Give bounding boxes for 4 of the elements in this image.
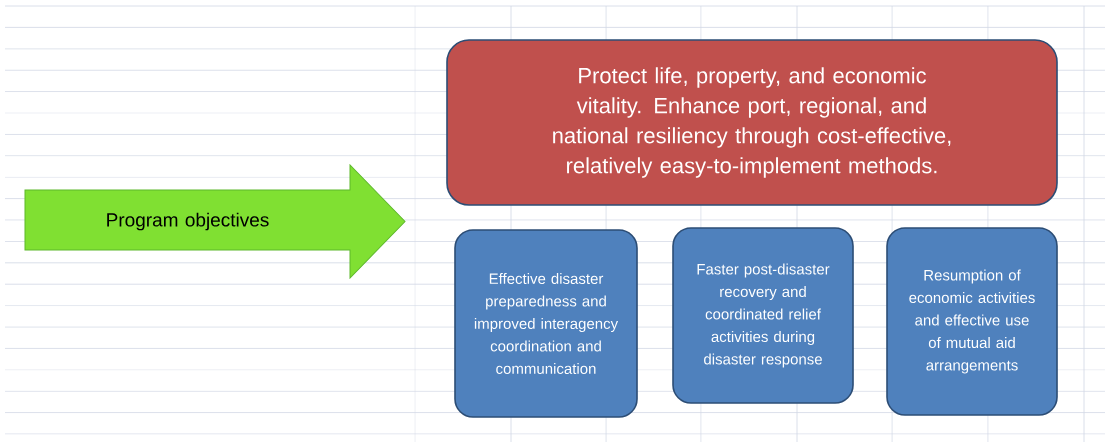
objective-box: Resumption of economic activities and effective use of mutual aid arrangements — [886, 227, 1058, 416]
objective-box: Effective disaster preparedness and improved interagency coordination and communication — [454, 229, 638, 418]
objective-box: Faster post-disaster recovery and coordinated relief activities during disaster response — [672, 227, 854, 404]
goal-box: Protect life, property, and economic vitality. Enhance port, regional, and national resiliency through cost-effective, relatively easy-to-implement methods. — [446, 39, 1058, 206]
